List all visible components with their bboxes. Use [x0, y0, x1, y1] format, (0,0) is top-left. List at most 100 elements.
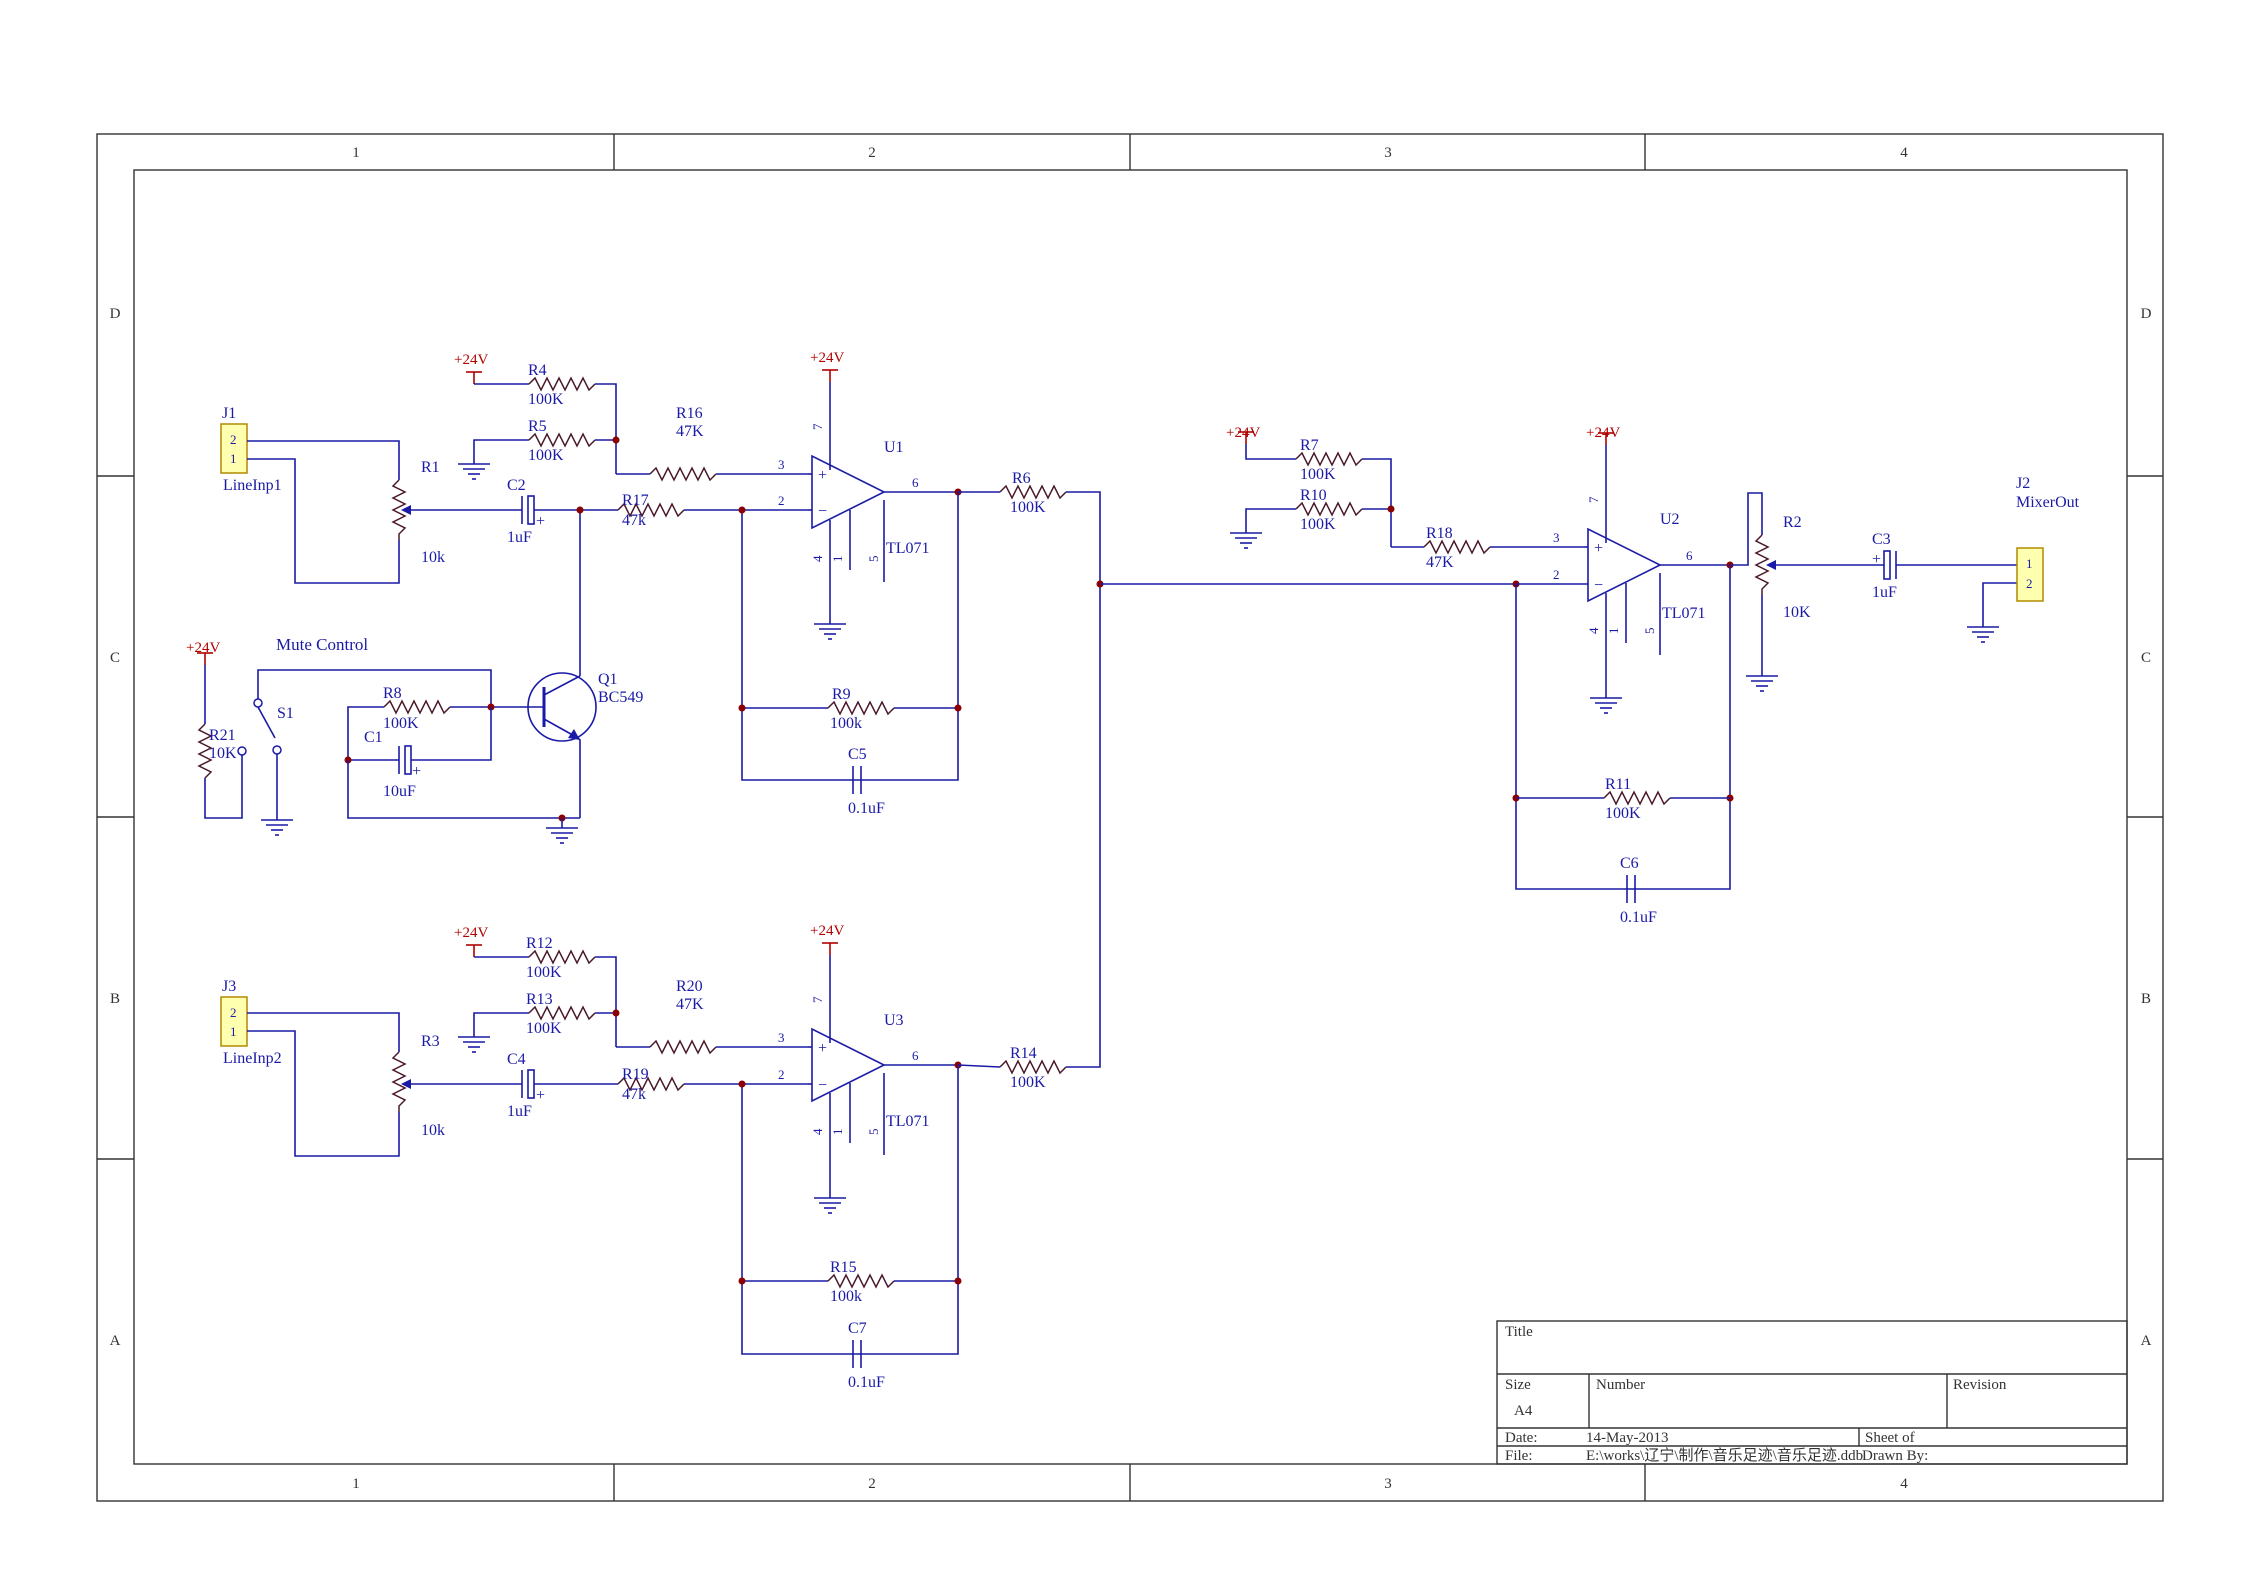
- r2-value: 10K: [1783, 604, 1811, 621]
- r10-value: 100K: [1300, 516, 1336, 533]
- r4-value: 100K: [528, 391, 564, 408]
- r21-value: 10K: [209, 745, 237, 762]
- capacitor-c5: C5 0.1uF: [848, 746, 885, 817]
- c4-plus: +: [536, 1087, 545, 1104]
- zone-row-right-C: C: [2141, 650, 2151, 666]
- r18-value: 47K: [1426, 554, 1454, 571]
- u2-pin7: 7: [1586, 496, 1601, 503]
- file-label: File:: [1505, 1448, 1533, 1464]
- resistor-r7: R7 100K: [1295, 437, 1363, 483]
- j2-pin-bottom: 2: [2026, 576, 2033, 591]
- c2-plus: +: [536, 513, 545, 530]
- capacitor-c6: C6 0.1uF: [1620, 855, 1657, 926]
- c3-ref: C3: [1872, 531, 1891, 548]
- u2-pin4: 4: [1586, 627, 1601, 634]
- input-channel-1: 2 1 J1 LineInp1 R1 10k + C2 1uF R17 47k: [220, 350, 1101, 817]
- r18-ref: R18: [1426, 525, 1453, 542]
- c2-value: 1uF: [507, 529, 532, 546]
- resistor-r11: R11 100K: [1603, 776, 1671, 822]
- u2-minus: −: [1594, 577, 1603, 594]
- c4-ref: C4: [507, 1051, 526, 1068]
- drawn-by-label: Drawn By:: [1862, 1448, 1928, 1464]
- c7-ref: C7: [848, 1320, 867, 1337]
- r15-ref: R15: [830, 1259, 857, 1276]
- title-block: Title Size A4 Number Revision Date: 14-M…: [1496, 1320, 2128, 1465]
- u3-pin7: 7: [810, 996, 825, 1003]
- ground-u2: [1589, 687, 1623, 714]
- r14-value: 100K: [1010, 1074, 1046, 1091]
- u1-pin1: 1: [830, 556, 845, 563]
- zone-row-left-A: A: [110, 1333, 121, 1349]
- potentiometer-r2: R2 10K: [1754, 514, 1811, 621]
- zone-col-top-4: 4: [1900, 145, 1908, 161]
- r3-ref: R3: [421, 1033, 440, 1050]
- r12-ref: R12: [526, 935, 553, 952]
- r20-ref: R20: [676, 978, 703, 995]
- vcc-label-r7: +24V: [1226, 425, 1260, 441]
- c5-value: 0.1uF: [848, 800, 885, 817]
- u3-pin4: 4: [810, 1128, 825, 1135]
- u3-pin2: 2: [778, 1067, 785, 1082]
- r12-value: 100K: [526, 964, 562, 981]
- r5-ref: R5: [528, 418, 547, 435]
- c4-value: 1uF: [507, 1103, 532, 1120]
- capacitor-c4: + C4 1uF: [507, 1051, 545, 1120]
- resistor-r12: R12 100K: [526, 935, 596, 981]
- u1-pin7: 7: [810, 423, 825, 430]
- mixer-output-stage: +24V R7 100K R10 100K R18 47K + −: [1096, 425, 2080, 926]
- r20-value: 47K: [676, 996, 704, 1013]
- u1-pin4: 4: [810, 555, 825, 562]
- resistor-r6: R6 100K: [999, 470, 1067, 516]
- zone-row-left-D: D: [110, 306, 121, 322]
- u3-part: TL071: [886, 1113, 930, 1130]
- resistor-r18: R18 47K: [1423, 525, 1491, 571]
- capacitor-c1: + C1 10uF: [364, 729, 421, 800]
- resistor-r4: R4 100K: [528, 362, 596, 408]
- j1-name: LineInp1: [223, 477, 282, 494]
- r21-ref: R21: [209, 727, 236, 744]
- u2-pin1: 1: [1606, 628, 1621, 635]
- c6-value: 0.1uF: [1620, 909, 1657, 926]
- u2-ref: U2: [1660, 511, 1680, 528]
- capacitor-c3: + C3 1uF: [1872, 531, 1897, 601]
- c3-plus: +: [1872, 551, 1881, 568]
- r7-value: 100K: [1300, 466, 1336, 483]
- u3-pin6: 6: [912, 1048, 919, 1063]
- resistor-r14: R14 100K: [999, 1045, 1067, 1091]
- ground-r10: [1229, 522, 1263, 549]
- r7-ref: R7: [1300, 437, 1319, 454]
- u2-plus: +: [1594, 540, 1603, 557]
- resistor-r9: R9 100k: [827, 686, 895, 732]
- number-label: Number: [1596, 1377, 1645, 1393]
- j3-pin-bottom: 1: [230, 1024, 237, 1039]
- vcc-label-r12: +24V: [454, 925, 488, 941]
- vcc-label-r21: +24V: [186, 640, 220, 656]
- potentiometer-r3: R3 10k: [391, 1033, 445, 1139]
- resistor-r19: R19 47k: [617, 1066, 685, 1103]
- vcc-r12: [465, 944, 483, 958]
- date-value: 14-May-2013: [1586, 1430, 1669, 1446]
- resistor-r20: R20 47K: [649, 978, 717, 1055]
- zone-row-right-A: A: [2141, 1333, 2152, 1349]
- zone-col-bottom-1: 1: [352, 1476, 360, 1492]
- vcc-u1: [821, 369, 839, 383]
- r13-ref: R13: [526, 991, 553, 1008]
- j2-name: MixerOut: [2016, 494, 2080, 511]
- c6-ref: C6: [1620, 855, 1639, 872]
- r4-ref: R4: [528, 362, 547, 379]
- u1-pin2: 2: [778, 493, 785, 508]
- resistor-r21: R21 10K: [197, 723, 237, 779]
- opamp-u3: + − 3 2 6 7 4 1 5 U3 TL071: [778, 955, 930, 1188]
- size-value: A4: [1514, 1403, 1533, 1419]
- ground-r5: [457, 453, 491, 480]
- resistor-r10: R10 100K: [1295, 487, 1363, 533]
- resistor-r13: R13 100K: [526, 991, 596, 1037]
- zone-row-right-D: D: [2141, 306, 2152, 322]
- zone-col-top-3: 3: [1384, 145, 1392, 161]
- vcc-label-r4: +24V: [454, 352, 488, 368]
- j1-pin-top: 2: [230, 432, 237, 447]
- transistor-q1: Q1 BC549: [525, 671, 643, 742]
- file-path: E:\works\辽宁\制作\音乐足迹\音乐足迹.ddb: [1586, 1447, 1863, 1464]
- u3-pin3: 3: [778, 1030, 785, 1045]
